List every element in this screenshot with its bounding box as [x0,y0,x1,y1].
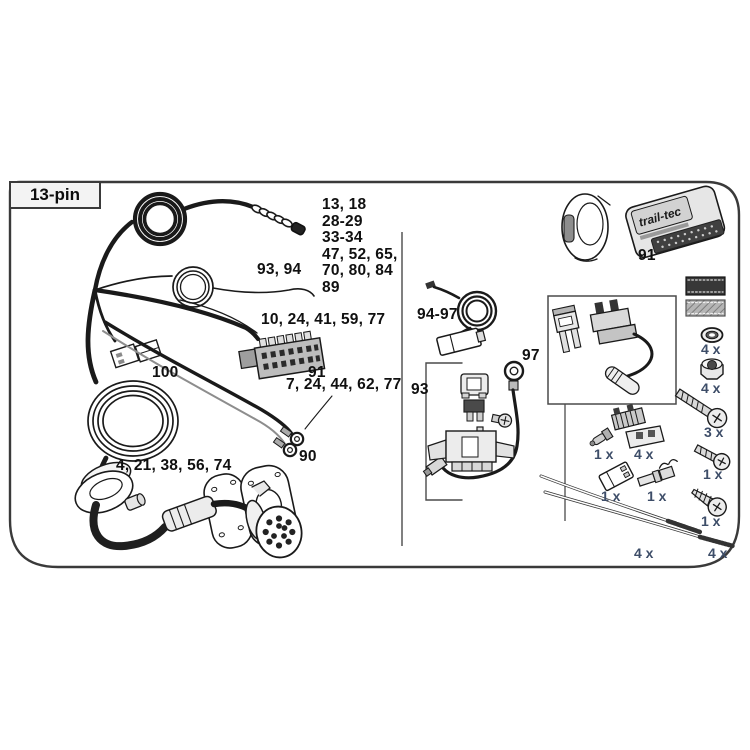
connector-91-drawing [238,330,326,380]
parts-column-drawing [539,276,736,549]
module-holder-drawing [561,193,611,262]
qty-flat-terminal: 1 x [647,488,667,504]
top-coil-drawing [132,191,188,247]
qty-screw: 1 x [703,466,723,482]
qty-tapping-screw: 1 x [701,513,721,529]
qty-cable-tie-1: 4 x [634,545,654,561]
pin-number-list: 13, 18 28-29 33-34 47, 52, 65, 70, 80, 8… [322,196,398,296]
qty-bolt: 3 x [704,424,724,440]
fuse-group-97-drawing [551,299,654,395]
bullet-connector-drawing [589,427,614,447]
label-part-90: 90 [299,448,317,465]
big-coil-drawing [87,380,179,462]
velcro-pad-gray-drawing [685,299,726,317]
thin-coil-drawing [172,266,214,308]
bolt-drawing [674,388,728,429]
qty-cable-tie-2: 4 x [708,545,728,561]
velcro-pad-dark-drawing [685,276,726,296]
cable-tie-long-drawing [543,490,736,549]
qty-connector-housing: 1 x [601,488,621,504]
connector-housing-drawing [598,461,634,492]
label-connector-91-wires: 10, 24, 41, 59, 77 [261,311,386,328]
socket-assembly-drawing [74,461,303,559]
pin-list-line: 70, 80, 84 [322,262,393,279]
label-part-91-connector: 91 [308,364,326,381]
middle-section-drawing [422,280,677,501]
pin-list-line: 33-34 [322,229,363,246]
label-part-93: 93 [411,381,429,398]
label-part-97: 97 [522,347,540,364]
label-thin-coil-wire: 93, 94 [257,261,302,278]
bracket-group-93-drawing [422,360,525,480]
screw-drawing [693,444,731,471]
main-harness-drawing [74,191,333,559]
qty-lock-nut: 4 x [701,380,721,396]
label-part-94-97: 94-97 [417,306,458,323]
frame-label-13pin: 13-pin [9,181,101,209]
pin-list-line: 47, 52, 65, [322,245,398,263]
flat-terminal-drawing [636,459,678,487]
tapping-screw-drawing [691,488,727,517]
qty-bullet-connector: 1 x [594,446,614,462]
label-socket-cable: 4, 21, 38, 56, 74 [116,457,232,474]
cable-tie-short-drawing [539,474,703,535]
label-ring-terminal-wires: 7, 24, 44, 62, 77 [286,376,402,393]
label-part-100: 100 [152,364,179,381]
washer-drawing [700,327,724,343]
top-right-drawing: trail-tec [561,185,726,262]
qty-fuse-taps: 4 x [634,446,654,462]
ring-terminals-90-drawing [272,425,305,458]
lock-nut-drawing [700,358,724,380]
socket-pin-holes [262,515,296,549]
group-93-bracket [425,362,463,501]
label-part-91-module: 91 [638,247,656,264]
pin-list-line: 13, 18 [322,196,367,213]
pin-list-line: 28-29 [322,212,363,230]
qty-washer: 4 x [701,341,721,357]
buzzer-94-97-drawing [425,280,498,356]
trailtec-module-drawing: trail-tec [625,185,726,259]
twisted-wire-drawing [251,204,306,236]
pin-list-line: 89 [322,278,340,296]
fuse-tap-block-drawing [610,403,665,449]
